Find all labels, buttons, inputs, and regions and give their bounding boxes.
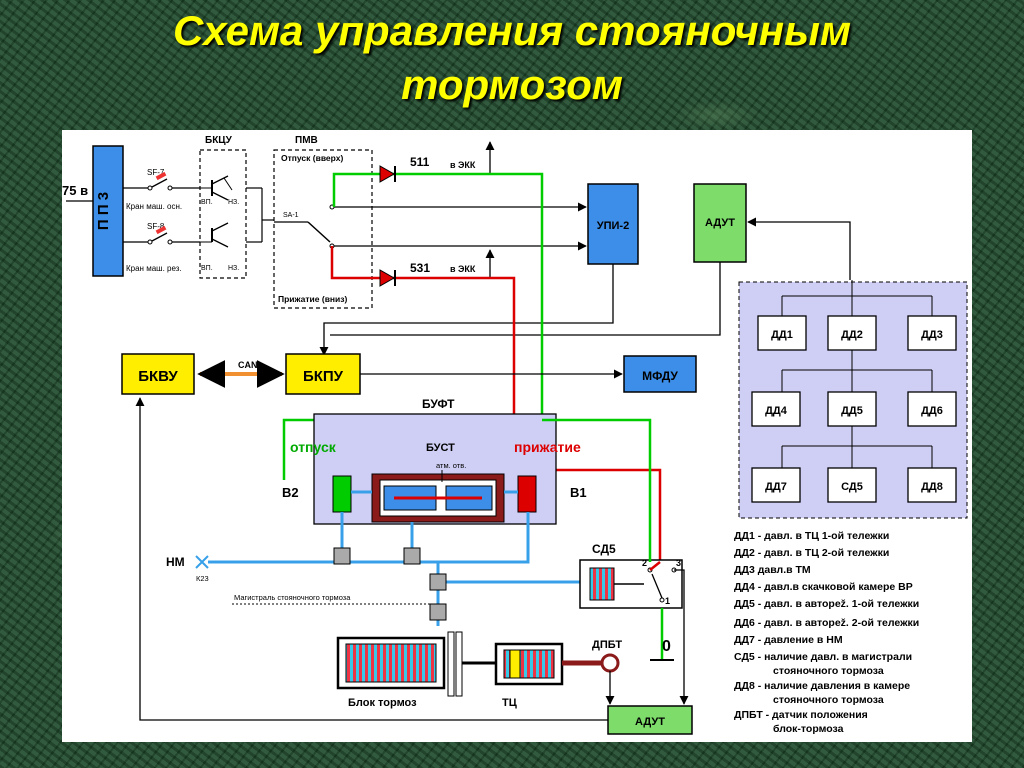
adut-top-label: АДУТ <box>705 217 735 229</box>
pmv-label: ПМВ <box>295 135 318 146</box>
legend-line: ДД2 - давл. в ТЦ 2-ой тележки <box>734 547 889 559</box>
adut-bottom-label: АДУТ <box>635 716 665 728</box>
vp2-label: ВП. <box>201 265 213 272</box>
sd5-box: СД5 <box>841 481 863 493</box>
voltage-label: 75 в <box>62 183 88 198</box>
label-511: 511 <box>410 155 430 169</box>
can-label: CAN <box>238 360 258 370</box>
legend-line: ДД8 - наличие давления в камере <box>734 680 910 692</box>
diagram-panel: П П 3 75 в SF-7 Кран маш. осн. SF-8 Кран… <box>62 130 972 742</box>
brake-block <box>336 631 496 697</box>
legend-line: ДД1 - давл. в ТЦ 1-ой тележки <box>734 530 889 542</box>
dd4-box: ДД4 <box>765 405 788 417</box>
bkpu-label: БКПУ <box>303 368 344 385</box>
magistral-label: Магистраль стояночного тормоза <box>234 593 351 602</box>
sf8-switch <box>151 232 168 242</box>
legend-line: ДД3 давл.в ТМ <box>734 564 811 576</box>
slide-title: Схема управления стояночным тормозом <box>0 4 1024 112</box>
sd5-label: СД5 <box>592 542 616 556</box>
ekk-label-2: в ЭКК <box>450 264 476 274</box>
b1-label: В1 <box>570 485 587 500</box>
b2-label: В2 <box>282 485 299 500</box>
legend-line: ДПБТ - датчик положения <box>734 709 868 721</box>
legend-line: СД5 - наличие давл. в магистрали <box>734 651 912 663</box>
adut-bottom-block: АДУТ <box>607 705 693 735</box>
sd5-switch-block: 2 3 1 <box>579 558 683 609</box>
dd2-box: ДД2 <box>841 329 863 341</box>
bkpu-block: БКПУ <box>285 353 361 395</box>
otpusk-up-label: Отпуск (вверх) <box>281 153 343 163</box>
label-531: 531 <box>410 261 430 275</box>
legend-line: ДД4 - давл.в скачковой камере ВР <box>734 581 913 593</box>
legend-line: ДД5 - давл. в авторež. 1-ой тележки <box>734 598 919 610</box>
atm-label: атм. отв. <box>436 461 466 470</box>
contact-2: 2 <box>642 558 647 568</box>
pmv-block: ПМВ Отпуск (вверх) SA-1 Прижатие (вниз) <box>273 135 373 309</box>
green-wire-511 <box>332 172 402 207</box>
kran-rez-label: Кран маш. рез. <box>126 264 182 273</box>
diode-531 <box>379 269 396 287</box>
control-diagram: П П 3 75 в SF-7 Кран маш. осн. SF-8 Кран… <box>62 135 968 735</box>
blok-tormoz-label: Блок тормоз <box>348 697 417 709</box>
dd5-box: ДД5 <box>841 405 863 417</box>
legend: ДД1 - давл. в ТЦ 1-ой тележки ДД2 - давл… <box>734 530 919 735</box>
nm-label: НМ <box>166 555 185 569</box>
prijatie-down-label: Прижатие (вниз) <box>278 294 348 304</box>
mfdu-block: МФДУ <box>623 355 697 393</box>
legend-line: ДД7 - давление в НМ <box>734 634 843 646</box>
sa1-label: SA-1 <box>283 212 299 219</box>
contact-3: 3 <box>676 558 681 568</box>
title-line-2: тормозом <box>401 61 623 108</box>
sf7-switch <box>151 178 168 188</box>
bust-label: БУСТ <box>426 442 455 454</box>
dd-sensor-panel: ДД1 ДД2 ДД3 ДД4 ДД5 ДД6 ДД7 СД5 ДД8 <box>738 280 968 519</box>
valve-b2 <box>332 475 352 513</box>
tc-cylinder <box>494 642 602 686</box>
red-wire-531 <box>330 246 402 280</box>
pp3-block: П П 3 <box>92 145 124 277</box>
legend-line: блок-тормоза <box>773 723 844 735</box>
bkvu-label: БКВУ <box>138 368 178 385</box>
upi2-block: УПИ-2 <box>587 183 639 265</box>
legend-line: стояночного тормоза <box>773 694 884 706</box>
dd3-box: ДД3 <box>921 329 943 341</box>
pp3-label: П П 3 <box>95 192 112 230</box>
prijatie-label: прижатие <box>514 439 581 455</box>
mfdu-label: МФДУ <box>642 369 678 383</box>
bust-cylinder <box>371 470 505 523</box>
buft-label: БУФТ <box>422 397 455 411</box>
kran-osn-label: Кран маш. осн. <box>126 202 182 211</box>
bkcu-label: БКЦУ <box>205 135 233 146</box>
contact-1: 1 <box>665 596 670 606</box>
dd8-box: ДД8 <box>921 481 943 493</box>
nz1-label: НЗ. <box>228 199 239 206</box>
bkcu-block: БКЦУ ВП. НЗ. ВП. НЗ. <box>199 135 247 279</box>
adut-top-block: АДУТ <box>693 183 747 263</box>
vp1-label: ВП. <box>201 199 213 206</box>
dd6-box: ДД6 <box>921 405 943 417</box>
sf7-label: SF-7 <box>147 168 165 177</box>
bkvu-block: БКВУ <box>121 353 195 395</box>
dpbt-label: ДПБТ <box>592 639 622 651</box>
title-line-1: Схема управления стояночным <box>172 7 852 54</box>
upi2-label: УПИ-2 <box>597 220 629 232</box>
ekk-label-1: в ЭКК <box>450 160 476 170</box>
sf8-label: SF-8 <box>147 222 165 231</box>
zero-label: 0 <box>662 638 671 655</box>
nz2-label: НЗ. <box>228 265 239 272</box>
valve-b1 <box>517 475 537 513</box>
k23-label: К23 <box>196 574 209 583</box>
legend-line: стояночного тормоза <box>773 665 884 677</box>
sa1-switch <box>307 221 331 243</box>
otpusk-label: отпуск <box>290 439 337 455</box>
dd1-box: ДД1 <box>771 329 793 341</box>
tc-label: ТЦ <box>502 697 517 709</box>
dd7-box: ДД7 <box>765 481 787 493</box>
dpbt-sensor <box>600 653 620 673</box>
legend-line: ДД6 - давл. в авторež. 2-ой тележки <box>734 617 919 629</box>
diode-511 <box>379 165 396 183</box>
